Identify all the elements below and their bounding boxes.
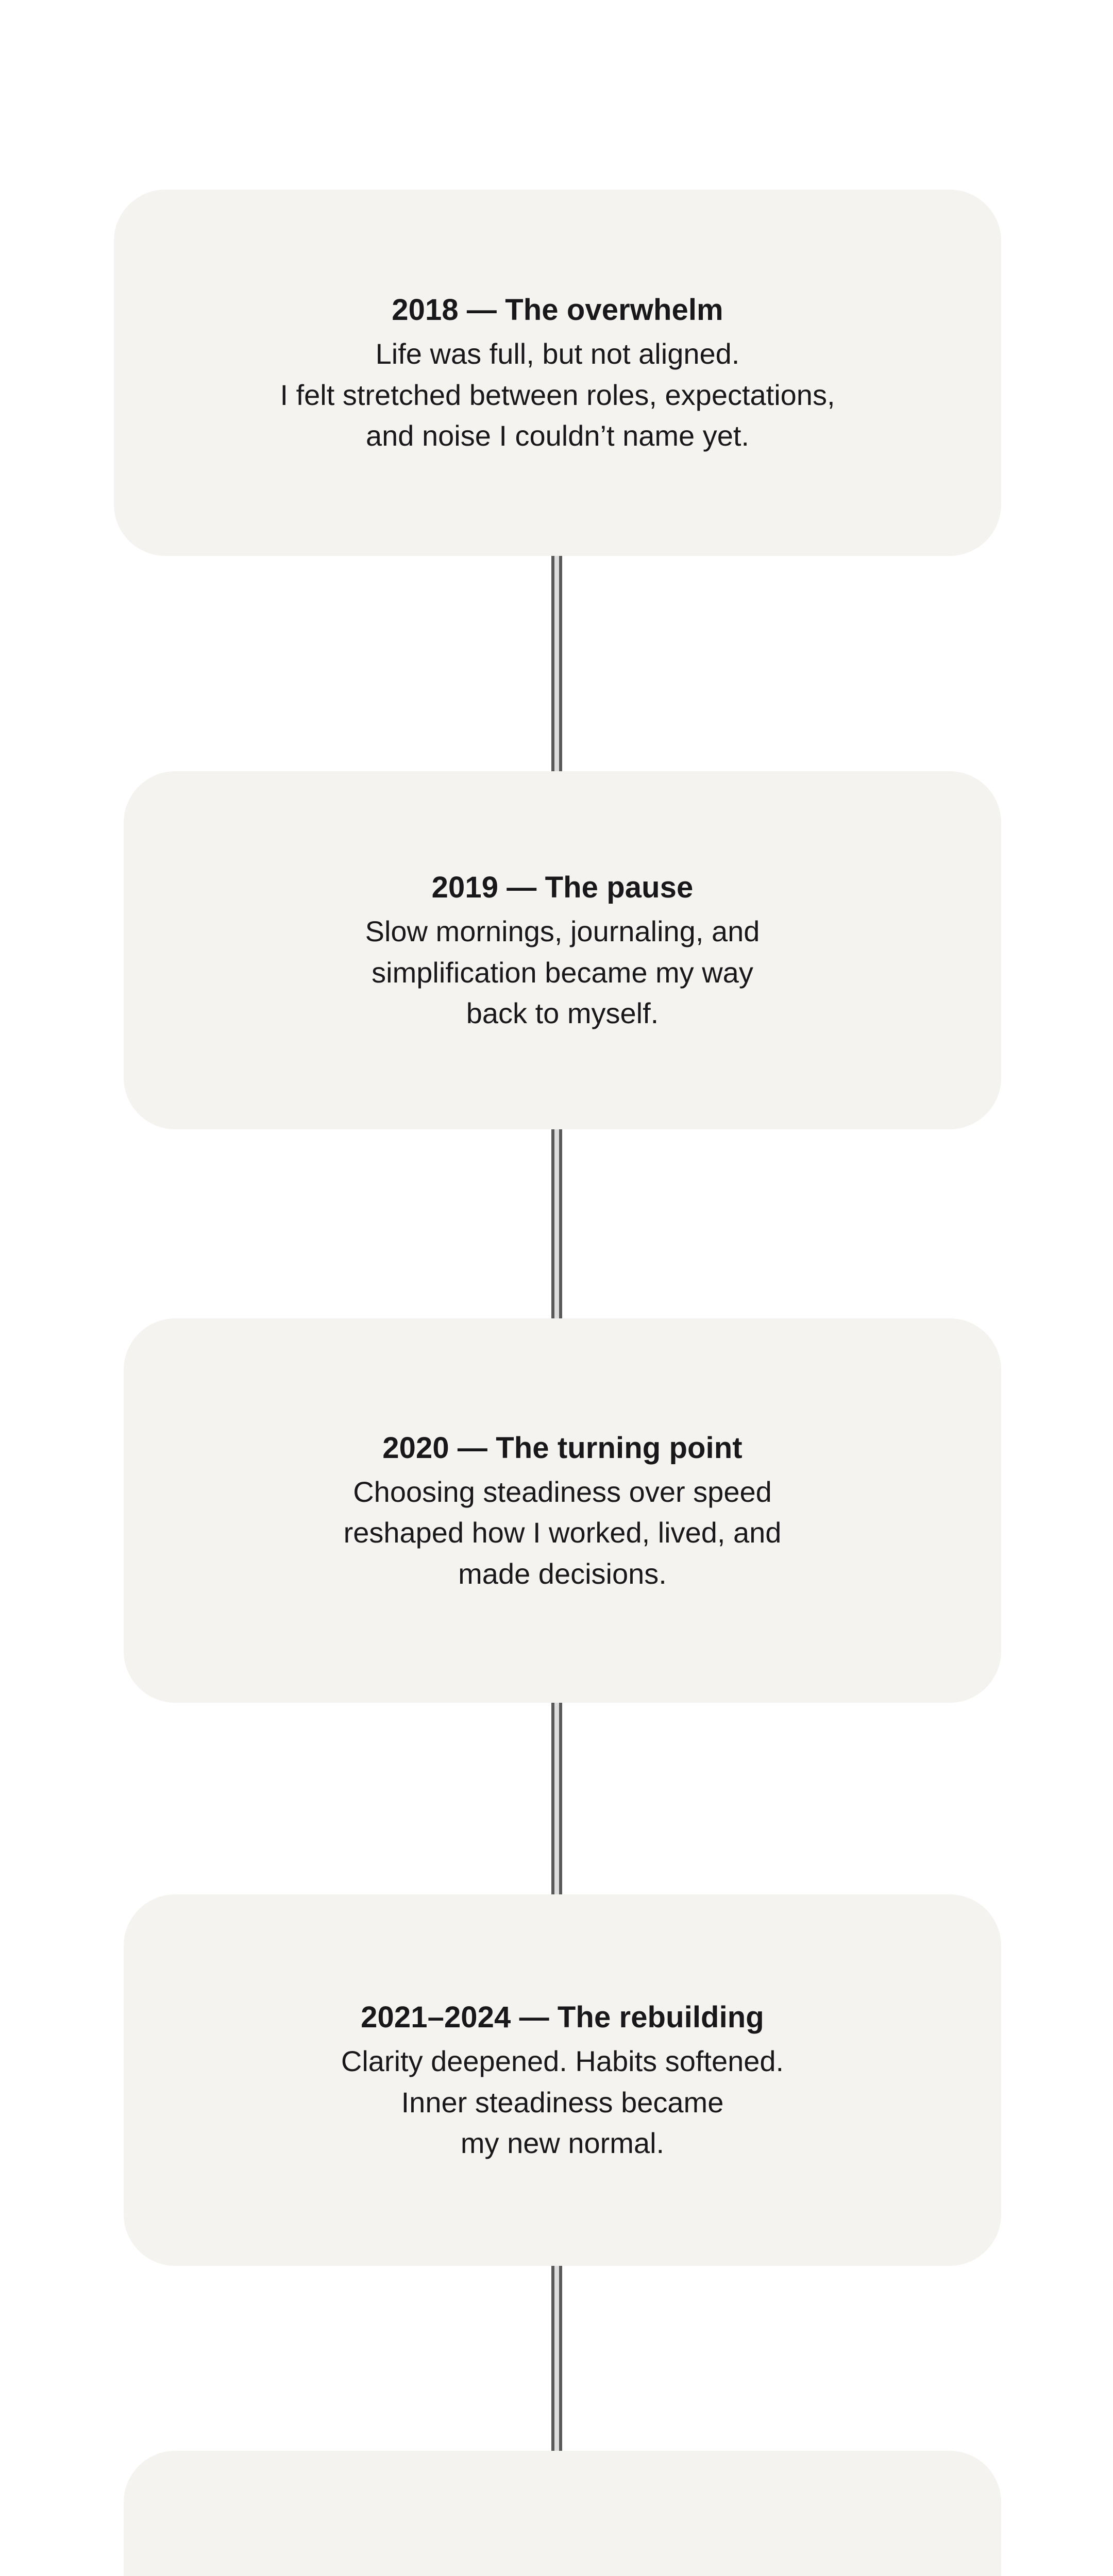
- timeline-card-title: 2019 — The pause: [431, 871, 694, 905]
- timeline-card[interactable]: 2025 — Cuppa Moment This space is the ex…: [124, 2451, 1001, 2576]
- timeline-card[interactable]: 2020 — The turning point Choosing steadi…: [124, 1318, 1001, 1703]
- timeline-card-body: Life was full, but not aligned. I felt s…: [280, 337, 835, 452]
- timeline-card-title: 2021–2024 — The rebuilding: [361, 2001, 764, 2035]
- timeline-card-body: Choosing steadiness over speed reshaped …: [343, 1475, 782, 1590]
- timeline-connector-line: [551, 556, 562, 771]
- timeline-connector-line: [551, 1129, 562, 1318]
- timeline-card-title: 2020 — The turning point: [382, 1431, 743, 1465]
- timeline-card[interactable]: 2021–2024 — The rebuilding Clarity deepe…: [124, 1894, 1001, 2266]
- timeline-connector-line: [551, 2266, 562, 2451]
- timeline-card-body: Slow mornings, journaling, and simplific…: [365, 915, 760, 1030]
- timeline-connector-line: [551, 1703, 562, 1894]
- timeline-card[interactable]: 2019 — The pause Slow mornings, journali…: [124, 771, 1001, 1129]
- timeline-card-body: Clarity deepened. Habits softened. Inner…: [341, 2045, 784, 2160]
- timeline-card[interactable]: 2018 — The overwhelm Life was full, but …: [114, 190, 1001, 556]
- timeline-card-title: 2018 — The overwhelm: [392, 293, 723, 327]
